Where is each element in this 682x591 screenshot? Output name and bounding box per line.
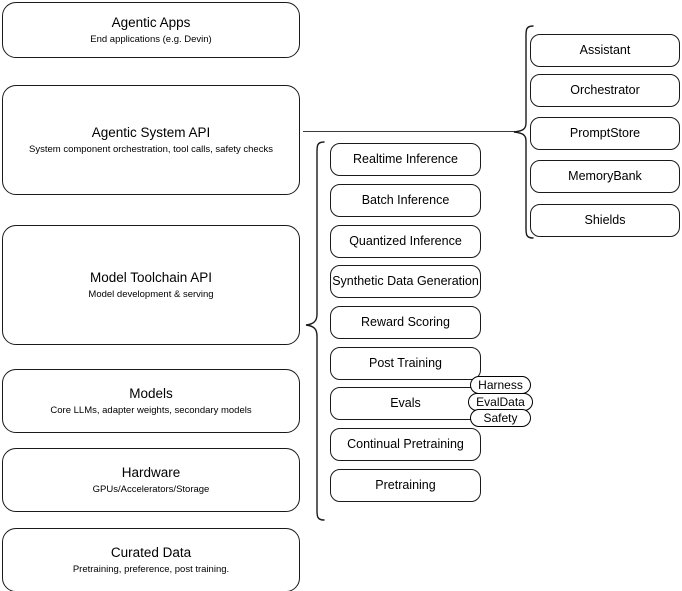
pill-label: EvalData xyxy=(476,395,525,409)
toolchain-item-reward-scoring[interactable]: Reward Scoring xyxy=(330,306,481,339)
agentic-item-assistant[interactable]: Assistant xyxy=(530,34,680,67)
item-label: Batch Inference xyxy=(361,193,450,207)
layer-subtitle: End applications (e.g. Devin) xyxy=(90,34,212,45)
agentic-item-memorybank[interactable]: MemoryBank xyxy=(530,160,680,193)
item-label: Quantized Inference xyxy=(349,234,462,248)
toolchain-item-evals[interactable]: Evals xyxy=(330,387,481,420)
item-label: Continual Pretraining xyxy=(347,437,464,451)
item-label: MemoryBank xyxy=(568,169,642,183)
evals-pill-evaldata[interactable]: EvalData xyxy=(468,393,533,411)
layer-box-curated-data[interactable]: Curated Data Pretraining, preference, po… xyxy=(2,528,300,591)
agentic-item-orchestrator[interactable]: Orchestrator xyxy=(530,74,680,107)
item-label: Synthetic Data Generation xyxy=(332,274,479,288)
layer-box-agentic-apps[interactable]: Agentic Apps End applications (e.g. Devi… xyxy=(2,2,300,58)
brace-model-toolchain xyxy=(300,140,326,522)
layer-box-models[interactable]: Models Core LLMs, adapter weights, secon… xyxy=(2,369,300,433)
item-label: Assistant xyxy=(579,43,631,57)
layer-subtitle: Model development & serving xyxy=(88,289,214,300)
layer-title: Hardware xyxy=(121,465,181,480)
pill-label: Safety xyxy=(483,411,518,425)
layer-title: Model Toolchain API xyxy=(89,270,213,285)
layer-box-agentic-system-api[interactable]: Agentic System API System component orch… xyxy=(2,85,300,195)
connector-agentic-system-api-to-components xyxy=(303,131,515,132)
toolchain-item-batch-inference[interactable]: Batch Inference xyxy=(330,184,481,217)
agentic-item-promptstore[interactable]: PromptStore xyxy=(530,117,680,150)
toolchain-item-realtime-inference[interactable]: Realtime Inference xyxy=(330,143,481,176)
layer-title: Curated Data xyxy=(110,545,192,560)
layer-subtitle: GPUs/Accelerators/Storage xyxy=(92,484,210,495)
item-label: Post Training xyxy=(369,356,442,370)
agentic-item-shields[interactable]: Shields xyxy=(530,204,680,237)
item-label: Pretraining xyxy=(375,478,436,492)
item-label: Evals xyxy=(390,396,421,410)
layer-title: Agentic System API xyxy=(91,125,211,140)
layer-title: Models xyxy=(129,386,173,401)
layer-box-model-toolchain-api[interactable]: Model Toolchain API Model development & … xyxy=(2,225,300,345)
pill-label: Harness xyxy=(478,378,523,392)
layer-title: Agentic Apps xyxy=(111,15,191,30)
toolchain-item-pretraining[interactable]: Pretraining xyxy=(330,469,481,502)
item-label: Reward Scoring xyxy=(361,315,450,329)
toolchain-item-quantized-inference[interactable]: Quantized Inference xyxy=(330,225,481,258)
evals-pill-harness[interactable]: Harness xyxy=(470,376,531,394)
layer-box-hardware[interactable]: Hardware GPUs/Accelerators/Storage xyxy=(2,448,300,512)
layer-subtitle: System component orchestration, tool cal… xyxy=(29,144,273,155)
toolchain-item-continual-pretraining[interactable]: Continual Pretraining xyxy=(330,428,481,461)
evals-pill-safety[interactable]: Safety xyxy=(470,409,531,427)
layer-subtitle: Pretraining, preference, post training. xyxy=(72,564,230,575)
layer-subtitle: Core LLMs, adapter weights, secondary mo… xyxy=(50,405,252,416)
item-label: Orchestrator xyxy=(570,83,640,97)
item-label: PromptStore xyxy=(569,126,641,140)
item-label: Shields xyxy=(584,213,626,227)
item-label: Realtime Inference xyxy=(353,152,458,166)
toolchain-item-synthetic-data-generation[interactable]: Synthetic Data Generation xyxy=(330,265,481,298)
toolchain-item-post-training[interactable]: Post Training xyxy=(330,347,481,380)
